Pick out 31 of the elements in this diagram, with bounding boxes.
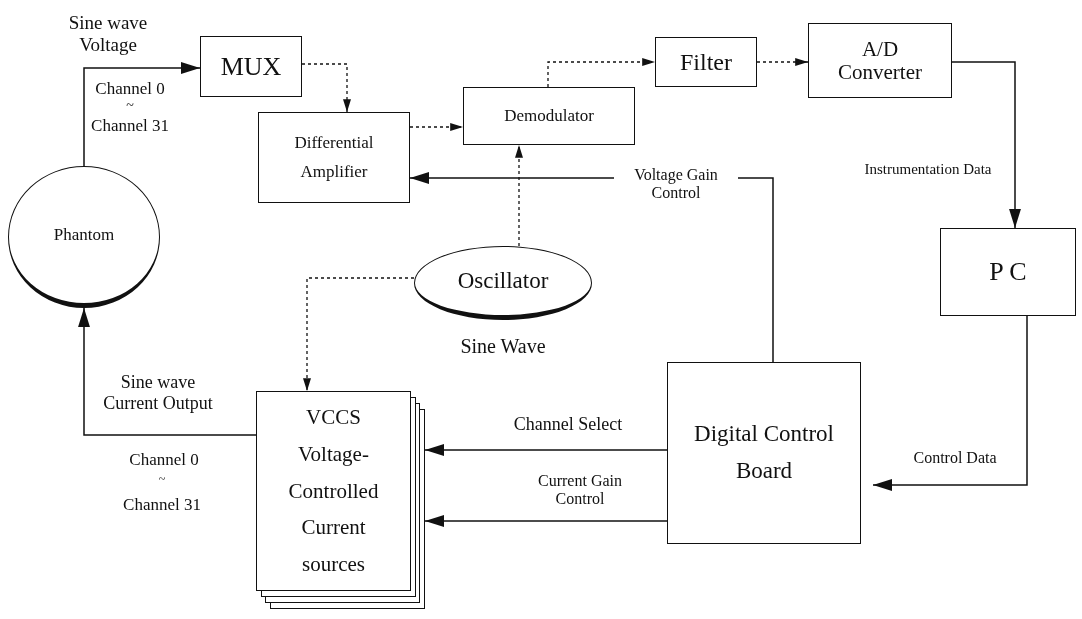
arrow (83, 62, 201, 167)
node-label: Filter (680, 47, 732, 77)
node-label: Phantom (53, 224, 115, 246)
arrow (951, 61, 1021, 229)
process-box (200, 36, 302, 97)
process-box (667, 362, 861, 544)
arrow (424, 444, 668, 456)
edge-label: Sine wave Current Output (101, 372, 215, 414)
process-box (258, 112, 410, 203)
arrow (78, 307, 257, 436)
dashed-arrow (547, 58, 656, 88)
process-box (256, 391, 411, 591)
node-label: MUX (220, 50, 282, 83)
node-label: A/D Converter (837, 38, 923, 83)
dashed-arrow (515, 144, 523, 247)
node-label: VCCS Voltage-Controlled Current sources (287, 404, 380, 579)
dashed-arrow (756, 58, 809, 66)
process-box (940, 228, 1076, 316)
dashed-arrow (303, 277, 415, 392)
process-box (463, 87, 635, 145)
node-label: Oscillator (457, 267, 549, 295)
node-label: Digital Control Board (693, 420, 835, 485)
node-label: P C (989, 256, 1027, 288)
arrow (872, 315, 1028, 491)
process-box (808, 23, 952, 98)
process-box (655, 37, 757, 87)
node-label: Demodulator (504, 105, 594, 127)
dashed-arrow (409, 123, 464, 131)
node-label: Differential Amplifier (293, 131, 375, 183)
arrow (424, 515, 668, 527)
dashed-arrow (301, 63, 351, 113)
